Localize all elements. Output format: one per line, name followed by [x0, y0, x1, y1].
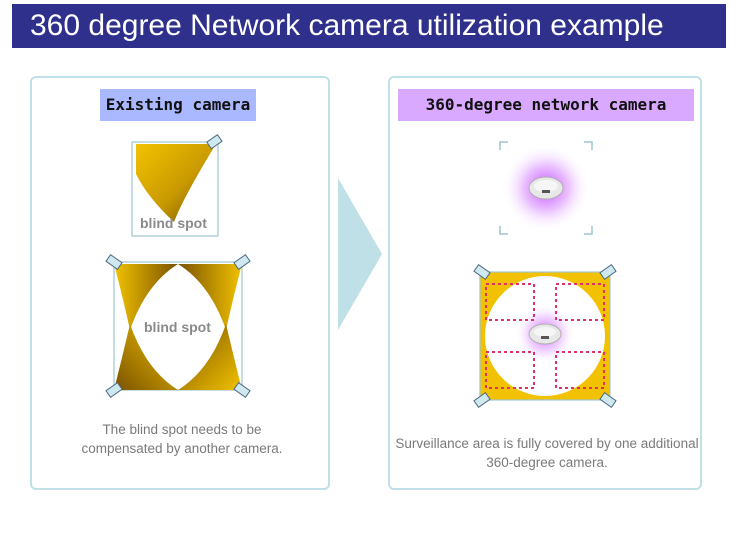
dome-camera-icon: [528, 323, 562, 345]
camera360-panel: 360-degree network camera: [388, 76, 702, 490]
four-camera-diagram: blind spot: [105, 254, 251, 398]
single-camera-diagram: blind spot: [131, 134, 223, 237]
existing-camera-caption: The blind spot needs to be compensated b…: [81, 422, 283, 456]
camera-icon: [473, 392, 491, 408]
full-coverage-diagram: [473, 264, 617, 408]
camera-icon: [206, 134, 223, 150]
page-title: 360 degree Network camera utilization ex…: [12, 4, 726, 48]
camera-icon: [599, 392, 617, 408]
camera-icon: [105, 382, 123, 398]
arrow-right-icon: [338, 178, 382, 330]
blind-spot-label-bottom: blind spot: [144, 319, 211, 335]
existing-camera-label: Existing camera: [100, 89, 256, 121]
camera360-diagram: [499, 141, 593, 235]
camera360-label: 360-degree network camera: [398, 89, 694, 121]
camera-icon: [105, 254, 123, 270]
camera-icon: [473, 264, 491, 280]
camera-icon: [599, 264, 617, 280]
camera-icon: [233, 382, 251, 398]
camera-icon: [233, 254, 251, 270]
blind-spot-label-top: blind spot: [140, 215, 207, 231]
camera360-caption: Surveillance area is fully covered by on…: [395, 436, 699, 470]
existing-camera-panel: Existing camera blind spot: [30, 76, 330, 490]
dome-camera-icon: [528, 176, 564, 200]
